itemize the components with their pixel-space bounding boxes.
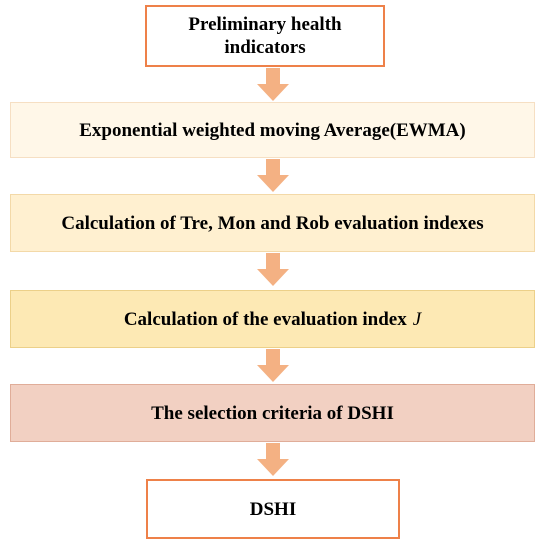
step-ewma: Exponential weighted moving Average(EWMA… xyxy=(10,102,535,158)
step-6-text: DSHI xyxy=(249,498,297,520)
arrow-down-icon xyxy=(255,253,291,287)
step-4-symbol: J xyxy=(412,308,422,330)
step-1-line-2: indicators xyxy=(224,37,306,58)
step-dshi: DSHI xyxy=(146,479,400,539)
step-5-text: The selection criteria of DSHI xyxy=(151,402,394,424)
arrow-down-icon xyxy=(255,159,291,193)
arrow-down-icon xyxy=(255,349,291,383)
step-2-text: Exponential weighted moving Average(EWMA… xyxy=(79,119,466,141)
step-evaluation-index-j: Calculation of the evaluation index J xyxy=(10,290,535,348)
step-4-text: Calculation of the evaluation index xyxy=(123,308,407,330)
step-3-text: Calculation of Tre, Mon and Rob evaluati… xyxy=(61,212,484,234)
arrow-down-icon xyxy=(255,443,291,477)
step-1-line-1: Preliminary health xyxy=(188,14,342,35)
arrow-down-icon xyxy=(255,68,291,102)
step-selection-criteria-dshi: The selection criteria of DSHI xyxy=(10,384,535,442)
step-preliminary-health-indicators: Preliminary health indicators xyxy=(145,5,385,67)
step-tre-mon-rob-indexes: Calculation of Tre, Mon and Rob evaluati… xyxy=(10,194,535,252)
